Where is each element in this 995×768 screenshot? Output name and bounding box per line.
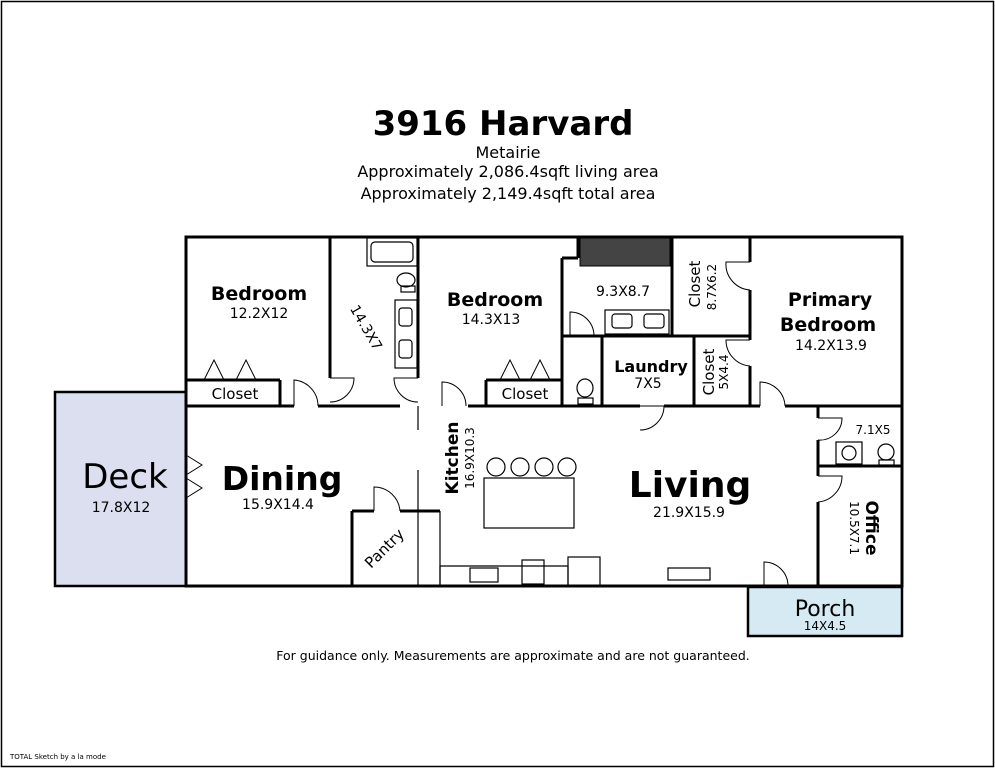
closet2-label: Closet [502, 385, 549, 403]
bedroom1-label: Bedroom [211, 283, 307, 305]
bedroom2-label: Bedroom [447, 289, 543, 311]
living-label: Living [629, 465, 751, 506]
plan-title: 3916 Harvard [373, 104, 634, 144]
kitchen-island [483, 477, 575, 529]
porch-dims: 14X4.5 [804, 619, 847, 633]
closet-small-label: Closet [700, 349, 718, 396]
laundry-dims: 7X5 [634, 376, 661, 392]
interior-walls [186, 237, 902, 586]
bedroom2-dims: 14.3X13 [462, 312, 521, 328]
dining-label: Dining [222, 459, 343, 498]
closet-small-dims: 5X4.4 [717, 355, 731, 390]
kitchen-dims: 16.9X10.3 [463, 427, 477, 489]
fixtures [366, 237, 895, 587]
bath2-dims: 9.3X8.7 [596, 284, 650, 300]
plan-living-area: Approximately 2,086.4sqft living area [357, 162, 658, 181]
exterior-wall [184, 235, 904, 588]
porch-label: Porch [795, 597, 856, 622]
closet-top-dims: 8.7X6.2 [705, 264, 719, 310]
office-dims: 10.5X7.1 [847, 501, 861, 555]
kitchen-label: Kitchen [443, 422, 463, 495]
disclaimer-text: For guidance only. Measurements are appr… [276, 648, 749, 663]
closet1-label: Closet [212, 385, 259, 403]
primary-label-line1: Primary [788, 289, 873, 311]
primary-dims: 14.2X13.9 [795, 338, 867, 354]
bedroom1-dims: 12.2X12 [230, 306, 289, 322]
pantry-label: Pantry [361, 525, 408, 572]
closet-top-label: Closet [686, 261, 704, 308]
living-dims: 21.9X15.9 [653, 505, 725, 521]
primary-label-line2: Bedroom [780, 314, 876, 336]
plan-total-area: Approximately 2,149.4sqft total area [361, 184, 656, 203]
bath1-dims: 14.3X7 [346, 302, 385, 353]
deck-area [53, 390, 188, 588]
half-bath-dims: 7.1X5 [856, 423, 891, 437]
office-label: Office [861, 500, 881, 555]
deck-label: Deck [82, 457, 168, 497]
porch-area [746, 585, 904, 638]
door-swings [185, 261, 843, 587]
software-credit: TOTAL Sketch by a la mode [9, 753, 106, 761]
plan-city: Metairie [475, 143, 540, 162]
dining-dims: 15.9X14.4 [242, 497, 314, 513]
deck-dims: 17.8X12 [92, 500, 151, 516]
laundry-label: Laundry [614, 357, 688, 376]
